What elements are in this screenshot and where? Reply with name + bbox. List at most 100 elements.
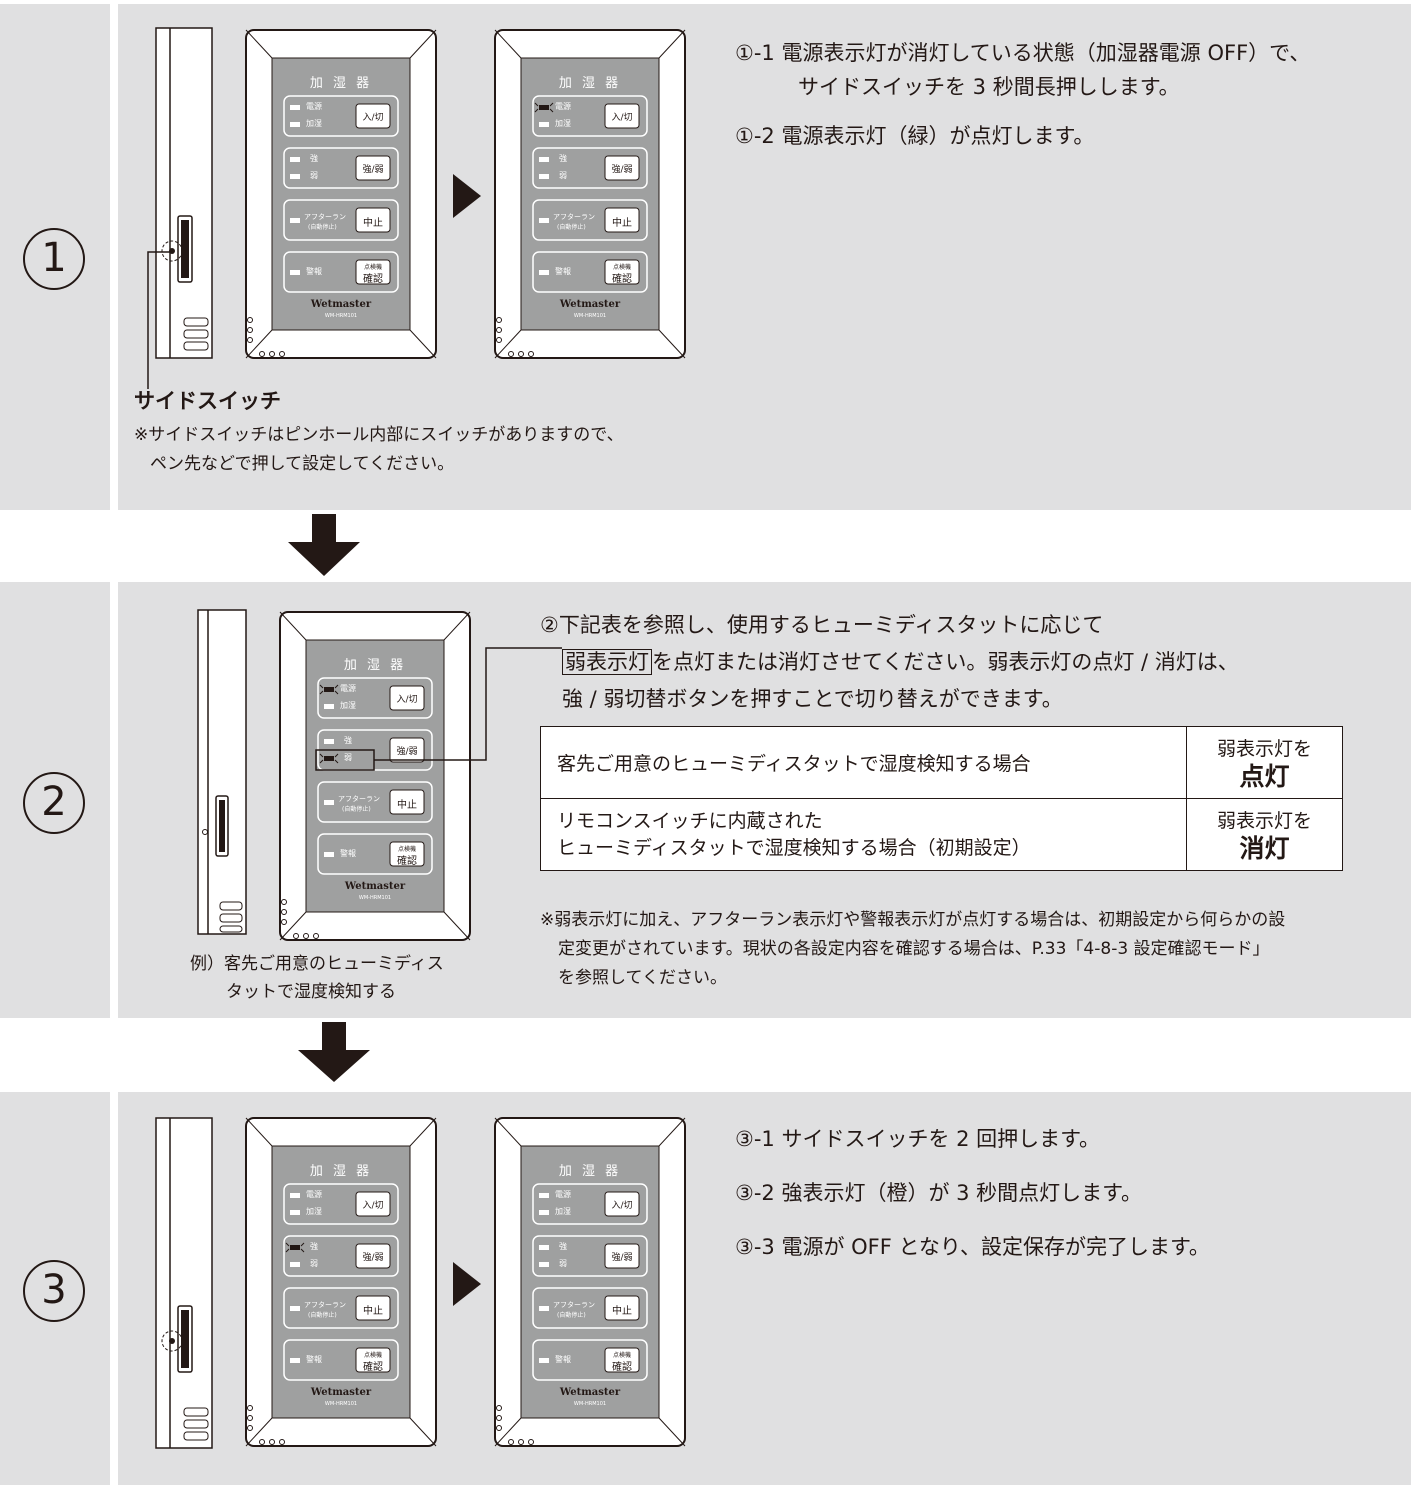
alarm-label: 警報: [340, 849, 356, 858]
brand-logo: Wetmaster: [310, 299, 372, 310]
strong-label: 強: [310, 1242, 318, 1251]
check-button-top: 点検機: [363, 264, 382, 271]
example-caption-line1: 例）客先ご用意のヒューミディス: [190, 954, 444, 974]
step2-line2-rest: を点灯または消灯させてください。弱表示灯の点灯 / 消灯は、: [652, 650, 1239, 674]
strongweak-button[interactable]: 強/弱: [362, 1253, 384, 1263]
step1-line3: ①-2 電源表示灯（緑）が点灯します。: [735, 124, 1095, 148]
remote-side-view: [155, 27, 213, 359]
down-arrow-icon: [298, 1022, 370, 1082]
strong-label: 強: [559, 1242, 567, 1251]
stop-button[interactable]: 中止: [612, 218, 632, 229]
afterrun-sub-label: (自動停止): [557, 1312, 586, 1319]
strong-label: 強: [559, 154, 567, 163]
step-number: 1: [23, 228, 85, 290]
power-label: 電源: [555, 102, 571, 111]
brand-logo: Wetmaster: [559, 299, 621, 310]
stop-button[interactable]: 中止: [397, 800, 417, 811]
remote-side-view: [155, 1117, 213, 1449]
model-number: WM-HRM101: [324, 313, 358, 319]
step1-line2: サイドスイッチを 3 秒間長押しします。: [798, 75, 1180, 99]
check-button-top: 点検機: [612, 1352, 631, 1359]
step1-note-line2: ペン先などで押して設定してください。: [150, 454, 455, 474]
device-title: 加 湿 器: [558, 1164, 622, 1179]
side-switch-leader: [147, 251, 172, 389]
step3-line3: ③-3 電源が OFF となり、設定保存が完了します。: [735, 1235, 1210, 1259]
action-prefix: 弱表示灯を: [1216, 809, 1312, 832]
step2-line2: 弱表示灯を点灯または消灯させてください。弱表示灯の点灯 / 消灯は、: [562, 645, 1239, 679]
side-switch-label: サイドスイッチ: [134, 389, 281, 413]
brand-logo: Wetmaster: [310, 1387, 372, 1398]
step3-line2: ③-2 強表示灯（橙）が 3 秒間点灯します。: [735, 1181, 1143, 1205]
strongweak-button[interactable]: 強/弱: [611, 165, 633, 175]
strong-label: 強: [344, 736, 352, 745]
step2-note-line1: ※弱表示灯に加え、アフターラン表示灯や警報表示灯が点灯する場合は、初期設定から何…: [540, 910, 1286, 930]
step2-line1: ②下記表を参照し、使用するヒューミディスタットに応じて: [540, 613, 1104, 637]
afterrun-label: アフターラン: [553, 213, 595, 221]
power-label: 電源: [306, 102, 322, 111]
remote-front-power-on: 加 湿 器 電源 加湿 強 弱 アフターラン (自動停止) 警報 入/切 強/弱…: [493, 28, 689, 362]
device-title: 加 湿 器: [558, 76, 622, 91]
stop-button[interactable]: 中止: [363, 218, 383, 229]
device-title: 加 湿 器: [309, 1164, 373, 1179]
stop-button[interactable]: 中止: [363, 1306, 383, 1317]
check-button[interactable]: 確認: [397, 856, 417, 867]
step2-line3: 強 / 弱切替ボタンを押すことで切り替えができます。: [562, 687, 1063, 711]
down-arrow-icon: [288, 514, 360, 576]
action-value: 点灯: [1239, 761, 1290, 791]
afterrun-sub-label: (自動停止): [308, 224, 337, 231]
table-row: 客先ご用意のヒューミディスタットで湿度検知する場合 弱表示灯を 点灯: [540, 726, 1343, 799]
device-title: 加 湿 器: [343, 658, 407, 673]
remote-front-off: 加 湿 器 電源 加湿 強 弱 アフターラン (自動停止) 警報 入/切 強/弱…: [244, 28, 440, 362]
example-caption-line2: タットで湿度検知する: [226, 982, 396, 1002]
table-row: リモコンスイッチに内蔵された ヒューミディスタットで湿度検知する場合（初期設定）…: [540, 798, 1343, 871]
onoff-button[interactable]: 入/切: [362, 113, 384, 123]
check-button-top: 点検機: [363, 1352, 382, 1359]
check-button[interactable]: 確認: [363, 1362, 383, 1373]
alarm-label: 警報: [306, 1355, 322, 1364]
brand-logo: Wetmaster: [344, 881, 406, 892]
check-button[interactable]: 確認: [363, 274, 383, 285]
next-arrow-icon: [453, 1262, 481, 1306]
onoff-button[interactable]: 入/切: [396, 695, 418, 705]
stop-button[interactable]: 中止: [612, 1306, 632, 1317]
onoff-button[interactable]: 入/切: [611, 1201, 633, 1211]
step2-note-line3: を参照してください。: [558, 968, 727, 988]
afterrun-label: アフターラン: [304, 213, 346, 221]
afterrun-sub-label: (自動停止): [308, 1312, 337, 1319]
step-number: 2: [23, 772, 85, 834]
power-label: 電源: [340, 684, 356, 693]
afterrun-sub-label: (自動停止): [557, 224, 586, 231]
strongweak-button[interactable]: 強/弱: [362, 165, 384, 175]
alarm-label: 警報: [306, 267, 322, 276]
condition-line1: リモコンスイッチに内蔵された: [557, 809, 823, 832]
afterrun-label: アフターラン: [553, 1301, 595, 1309]
humidify-label: 加湿: [340, 701, 356, 710]
afterrun-label: アフターラン: [304, 1301, 346, 1309]
check-button-top: 点検機: [397, 846, 416, 853]
weak-label: 弱: [344, 753, 352, 762]
next-arrow-icon: [453, 174, 481, 218]
table-cell-condition: リモコンスイッチに内蔵された ヒューミディスタットで湿度検知する場合（初期設定）: [540, 798, 1187, 871]
alarm-label: 警報: [555, 1355, 571, 1364]
weak-label: 弱: [559, 171, 567, 180]
check-button[interactable]: 確認: [612, 274, 632, 285]
weak-led-term: 弱表示灯: [562, 649, 652, 675]
strongweak-button[interactable]: 強/弱: [611, 1253, 633, 1263]
step-number: 3: [23, 1260, 85, 1322]
remote-front-off: 加 湿 器 電源 加湿 強 弱 アフターラン (自動停止) 警報 入/切 強/弱…: [493, 1116, 689, 1450]
device-title: 加 湿 器: [309, 76, 373, 91]
condition-line2: ヒューミディスタットで湿度検知する場合（初期設定）: [557, 836, 1031, 859]
weak-label: 弱: [310, 171, 318, 180]
onoff-button[interactable]: 入/切: [362, 1201, 384, 1211]
weak-led-leader: [374, 647, 562, 761]
model-number: WM-HRM101: [324, 1401, 358, 1407]
step2-note-line2: 定変更がされています。現状の各設定内容を確認する場合は、P.33「4-8-3 設…: [558, 939, 1270, 959]
remote-side-view: [197, 609, 247, 935]
strongweak-button[interactable]: 強/弱: [396, 747, 418, 757]
onoff-button[interactable]: 入/切: [611, 113, 633, 123]
check-button[interactable]: 確認: [612, 1362, 632, 1373]
weak-label: 弱: [310, 1259, 318, 1268]
step1-line1: ①-1 電源表示灯が消灯している状態（加湿器電源 OFF）で、: [735, 41, 1311, 65]
action-value: 消灯: [1239, 833, 1290, 863]
model-number: WM-HRM101: [358, 895, 392, 901]
